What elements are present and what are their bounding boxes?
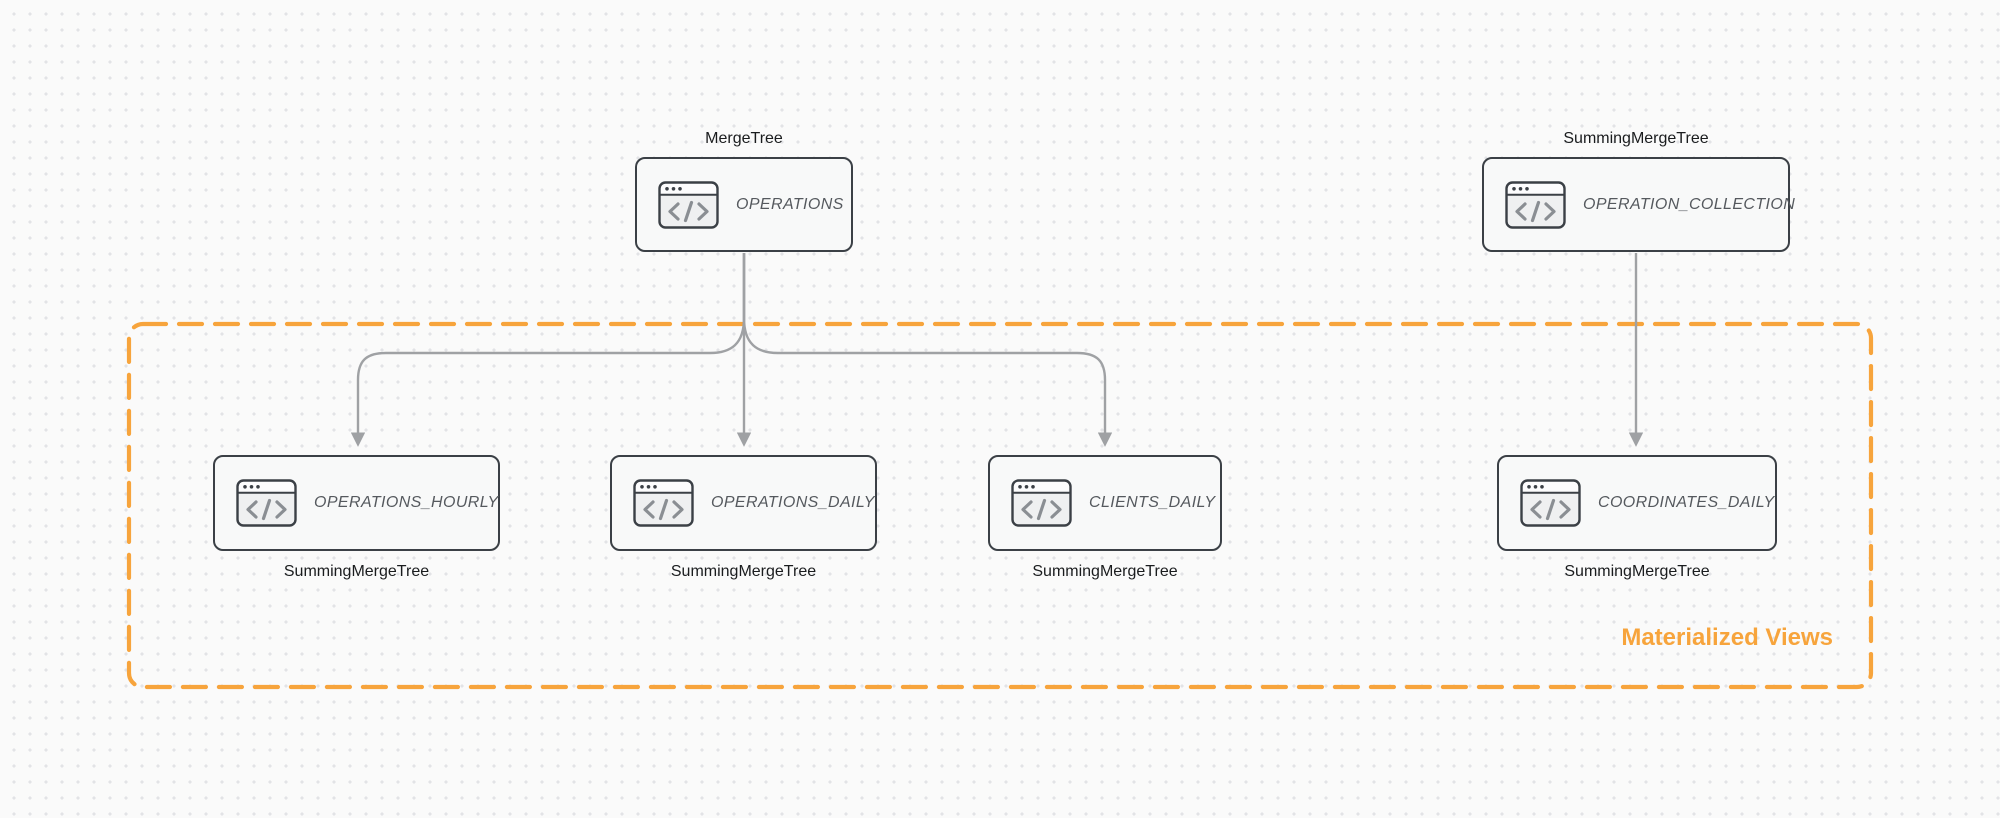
code-window-icon <box>658 180 719 229</box>
engine-label: SummingMergeTree <box>1032 563 1178 580</box>
code-window-icon <box>633 479 694 527</box>
edge-operations-to-operations-hourly <box>350 253 746 447</box>
node-operations-hourly[interactable]: OPERATIONS_HOURLY SummingMergeTree <box>213 455 500 582</box>
node-coordinates-daily[interactable]: COORDINATES_DAILY SummingMergeTree <box>1497 455 1777 582</box>
materialized-views-group-frame <box>126 321 1874 690</box>
node-operations-daily[interactable]: OPERATIONS_DAILY SummingMergeTree <box>610 455 877 582</box>
node-name: OPERATION_COLLECTION <box>1583 195 1796 213</box>
engine-label: SummingMergeTree <box>283 563 430 580</box>
node-name: COORDINATES_DAILY <box>1598 494 1775 511</box>
code-window-icon <box>1505 180 1566 229</box>
node-operation-collection[interactable]: SummingMergeTree OPERATION_COLLECTION <box>1482 128 1795 252</box>
node-box-coordinates-daily[interactable]: COORDINATES_DAILY <box>1497 455 1777 551</box>
engine-label: SummingMergeTree <box>670 563 817 580</box>
engine-label: MergeTree <box>705 130 783 147</box>
node-clients-daily[interactable]: CLIENTS_DAILY SummingMergeTree <box>988 455 1222 582</box>
code-window-icon <box>1011 479 1072 527</box>
node-name: OPERATIONS_HOURLY <box>314 494 499 511</box>
node-box-operations-hourly[interactable]: OPERATIONS_HOURLY <box>213 455 500 551</box>
node-box-operations-daily[interactable]: OPERATIONS_DAILY <box>610 455 877 551</box>
node-name: OPERATIONS <box>736 195 844 213</box>
node-box-operation-collection[interactable]: OPERATION_COLLECTION <box>1482 157 1795 252</box>
node-box-clients-daily[interactable]: CLIENTS_DAILY <box>988 455 1222 551</box>
code-window-icon <box>1520 479 1581 527</box>
materialized-views-group-label: Materialized Views <box>1621 624 1833 651</box>
node-box-operations[interactable]: OPERATIONS <box>635 157 853 252</box>
edge-operations-to-clients-daily <box>742 253 1113 447</box>
code-window-icon <box>236 479 297 527</box>
node-name: OPERATIONS_DAILY <box>711 494 875 511</box>
node-operations[interactable]: MergeTree OPERATIONS <box>635 128 853 252</box>
engine-label: SummingMergeTree <box>1563 130 1709 147</box>
engine-label: SummingMergeTree <box>1564 563 1710 580</box>
node-name: CLIENTS_DAILY <box>1089 494 1216 511</box>
